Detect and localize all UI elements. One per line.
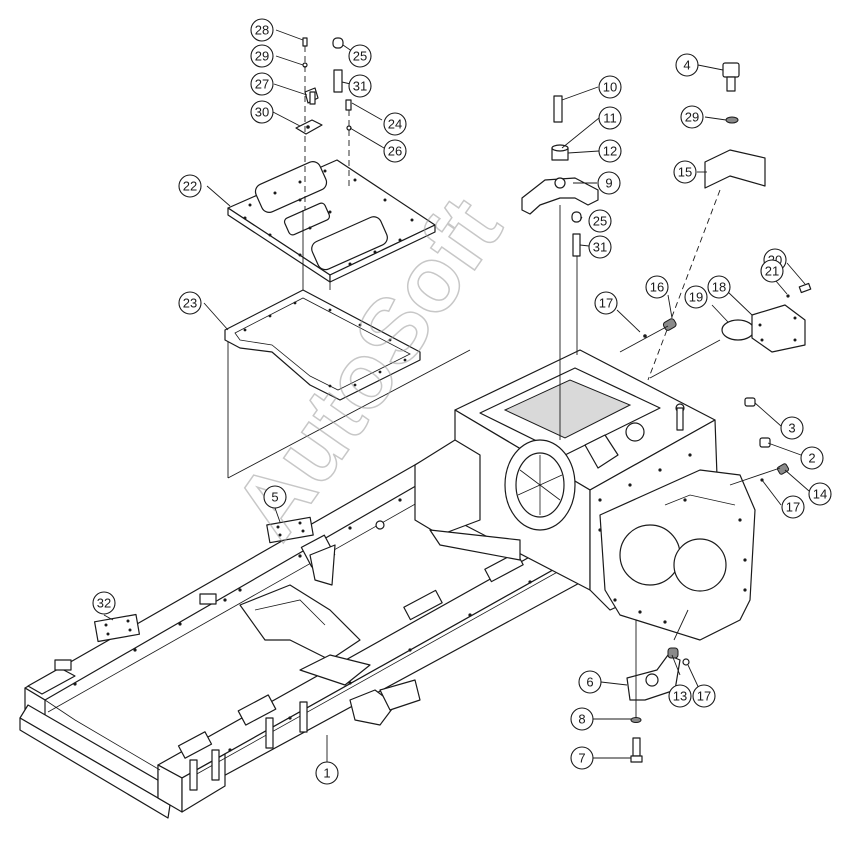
svg-text:6: 6	[586, 675, 593, 690]
svg-text:19: 19	[689, 290, 703, 305]
callout-17-right: 17	[781, 495, 805, 519]
callout-17-bottom: 17	[692, 684, 716, 708]
svg-text:5: 5	[271, 490, 278, 505]
callout-27: 27	[250, 72, 274, 96]
pin-and-stud-25-31	[332, 37, 352, 190]
svg-text:12: 12	[603, 144, 617, 159]
svg-text:29: 29	[685, 110, 699, 125]
callout-25-top: 25	[348, 44, 372, 68]
callout-31-top: 31	[348, 74, 372, 98]
svg-text:2: 2	[808, 451, 815, 466]
lower-bearing-cap	[626, 609, 690, 763]
svg-text:27: 27	[255, 77, 269, 92]
callout-31-mid: 31	[588, 235, 612, 259]
callout-3: 3	[780, 416, 804, 440]
callout-1: 1	[315, 761, 339, 785]
svg-text:21: 21	[765, 264, 779, 279]
callout-5: 5	[263, 485, 287, 509]
callout-7: 7	[570, 746, 594, 770]
svg-text:28: 28	[255, 23, 269, 38]
svg-text:31: 31	[353, 79, 367, 94]
callout-13: 13	[668, 684, 692, 708]
callout-19: 19	[684, 285, 708, 309]
callout-32: 32	[92, 591, 116, 615]
callout-6: 6	[578, 670, 602, 694]
callout-23: 23	[178, 291, 202, 315]
callout-11: 11	[598, 106, 622, 130]
callout-9: 9	[597, 171, 621, 195]
svg-text:17: 17	[697, 689, 711, 704]
svg-text:17: 17	[786, 500, 800, 515]
svg-text:7: 7	[578, 751, 585, 766]
callout-4: 4	[675, 53, 699, 77]
svg-text:13: 13	[673, 689, 687, 704]
svg-text:24: 24	[388, 117, 402, 132]
svg-text:23: 23	[183, 296, 197, 311]
svg-text:26: 26	[388, 144, 402, 159]
svg-text:11: 11	[603, 111, 617, 126]
callout-17-top: 17	[594, 291, 618, 315]
right-side-fasteners	[729, 397, 790, 486]
callout-15: 15	[673, 160, 697, 184]
svg-text:14: 14	[813, 487, 827, 502]
callout-29-right: 29	[680, 105, 704, 129]
svg-text:25: 25	[593, 214, 607, 229]
callout-16: 16	[645, 275, 669, 299]
callout-8: 8	[570, 707, 594, 731]
svg-text:4: 4	[683, 58, 690, 73]
svg-text:30: 30	[255, 105, 269, 120]
svg-text:10: 10	[603, 80, 617, 95]
callout-21: 21	[760, 259, 784, 283]
callout-28: 28	[250, 18, 274, 42]
top-cover-plate	[227, 159, 436, 283]
callout-24: 24	[383, 112, 407, 136]
plates-5-and-32	[93, 516, 314, 643]
svg-text:9: 9	[605, 176, 612, 191]
main-frame	[19, 461, 586, 819]
svg-text:29: 29	[255, 49, 269, 64]
svg-text:32: 32	[97, 596, 111, 611]
callout-18: 18	[707, 275, 731, 299]
rear-housing	[414, 349, 756, 641]
cover-plate-18-parts	[619, 282, 812, 379]
svg-text:31: 31	[593, 240, 607, 255]
callout-29-top: 29	[250, 44, 274, 68]
callout-22: 22	[178, 174, 202, 198]
callout-25-mid: 25	[588, 209, 612, 233]
gasket	[224, 289, 421, 401]
svg-text:25: 25	[353, 49, 367, 64]
callout-14: 14	[808, 482, 832, 506]
svg-text:22: 22	[183, 179, 197, 194]
callout-26: 26	[383, 139, 407, 163]
bearing-cap-9	[521, 95, 599, 440]
svg-text:8: 8	[578, 712, 585, 727]
svg-text:18: 18	[712, 280, 726, 295]
callout-10: 10	[598, 75, 622, 99]
callout-30: 30	[250, 100, 274, 124]
svg-text:17: 17	[599, 296, 613, 311]
svg-text:3: 3	[788, 421, 795, 436]
callout-12: 12	[598, 139, 622, 163]
svg-text:16: 16	[650, 280, 664, 295]
svg-text:1: 1	[323, 766, 330, 781]
svg-text:15: 15	[678, 165, 692, 180]
callout-2: 2	[800, 446, 824, 470]
